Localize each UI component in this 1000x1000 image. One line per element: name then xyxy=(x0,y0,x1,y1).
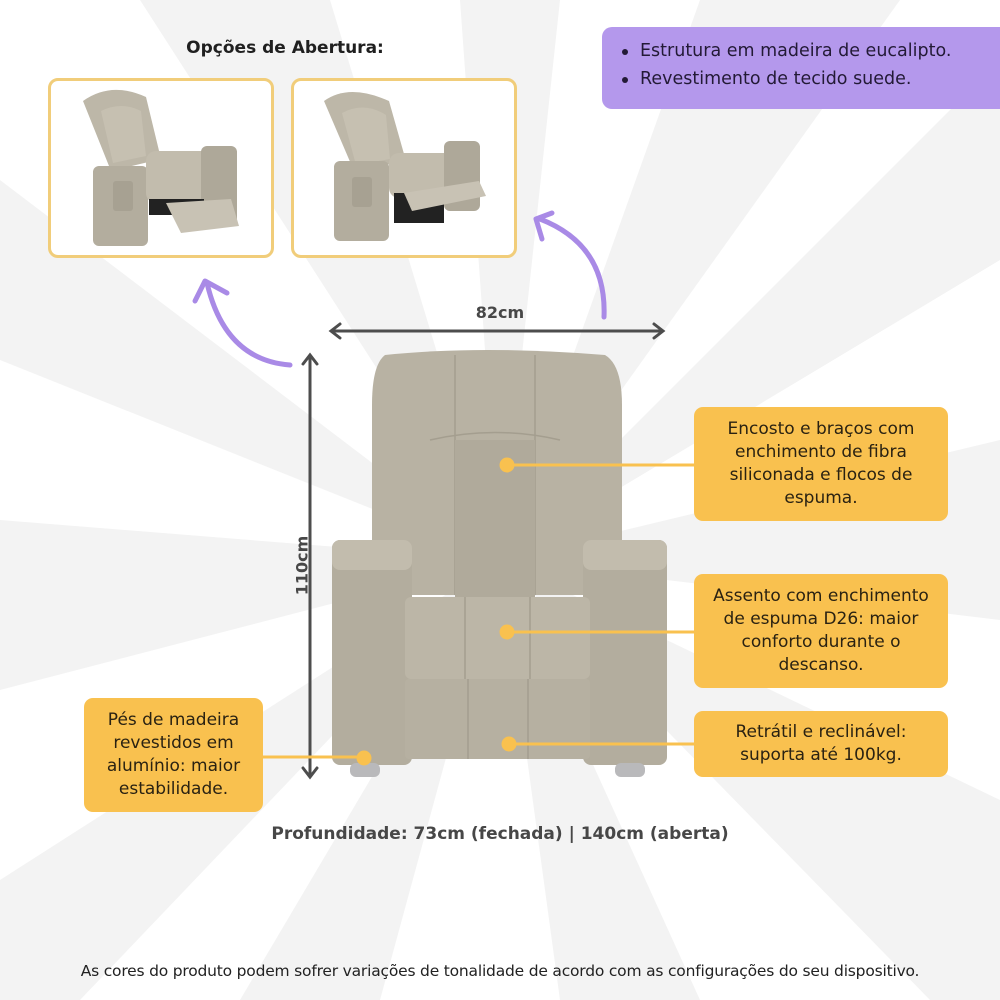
callout-feet-text: Pés de madeira revestidos em alumínio: m… xyxy=(106,710,241,799)
callout-recline: Retrátil e reclinável: suporta até 100kg… xyxy=(694,711,948,777)
width-dimension-label: 82cm xyxy=(475,303,525,322)
purple-curved-arrow-left xyxy=(192,278,293,368)
callout-seat: Assento com enchimento de espuma D26: ma… xyxy=(694,574,948,688)
opening-options-title: Opções de Abertura: xyxy=(186,38,384,58)
opening-option-image-2 xyxy=(291,78,517,258)
callout-backrest-text: Encosto e braços com enchimento de fibra… xyxy=(727,419,915,508)
callout-seat-text: Assento com enchimento de espuma D26: ma… xyxy=(713,586,929,675)
color-disclaimer: As cores do produto podem sofrer variaçõ… xyxy=(80,962,920,980)
recliner-front-view xyxy=(332,350,667,777)
height-dimension-arrow xyxy=(301,352,319,780)
width-dimension-arrow xyxy=(328,322,666,340)
opening-option-image-1 xyxy=(48,78,274,258)
feature-bullet: Revestimento de tecido suede. xyxy=(620,65,1000,93)
callout-recline-text: Retrátil e reclinável: suporta até 100kg… xyxy=(735,722,907,765)
recliner-fully-open-illustration xyxy=(324,92,486,241)
features-box: Estrutura em madeira de eucalipto. Reves… xyxy=(602,27,1000,109)
feature-bullet: Estrutura em madeira de eucalipto. xyxy=(620,37,1000,65)
purple-curved-arrow-right xyxy=(533,210,607,320)
depth-dimension-text: Profundidade: 73cm (fechada) | 140cm (ab… xyxy=(271,824,729,844)
callout-feet: Pés de madeira revestidos em alumínio: m… xyxy=(84,698,263,812)
height-dimension-label: 110cm xyxy=(292,535,312,596)
callout-backrest: Encosto e braços com enchimento de fibra… xyxy=(694,407,948,521)
recliner-partial-open-illustration xyxy=(83,89,239,246)
